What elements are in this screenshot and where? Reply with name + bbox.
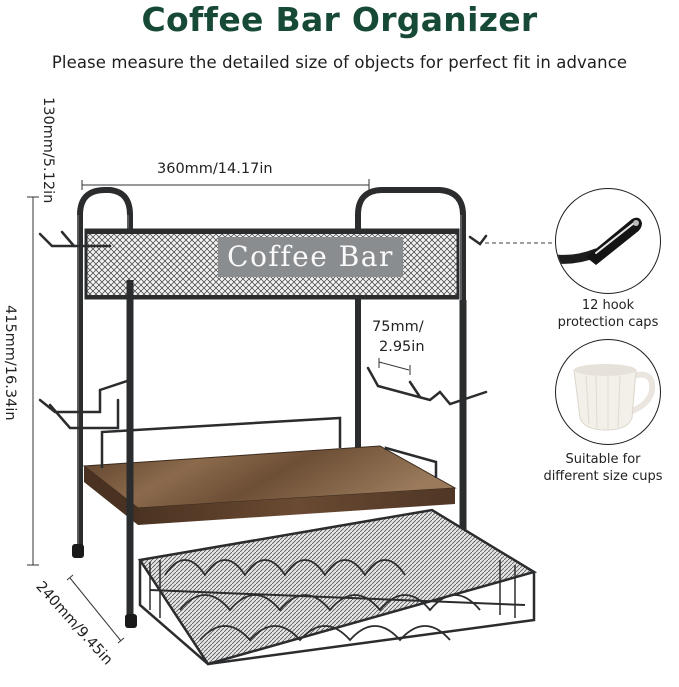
cup-caption-line1: Suitable for bbox=[565, 452, 641, 467]
hook-cap-caption: 12 hook protection caps bbox=[545, 297, 671, 331]
cup-feature-circle bbox=[555, 339, 661, 445]
page-subtitle: Please measure the detailed size of obje… bbox=[51, 53, 628, 72]
hook-cap-icon bbox=[556, 217, 642, 265]
top-height-dimension-label: 130mm/5.12in bbox=[40, 97, 56, 204]
hook-spacing-label-line2: 2.95in bbox=[379, 339, 425, 355]
total-height-dimension-label: 415mm/16.34in bbox=[2, 305, 18, 421]
hook-cap-feature-circle bbox=[555, 188, 661, 294]
width-dimension-label: 360mm/14.17in bbox=[157, 161, 273, 177]
hook-cap-caption-line1: 12 hook bbox=[581, 298, 635, 313]
hook-spacing-label-line1: 75mm/ bbox=[372, 319, 424, 335]
coffee-bar-sign: Coffee Bar bbox=[218, 237, 403, 277]
hook-cap-caption-line2: protection caps bbox=[557, 315, 659, 330]
dimension-lines bbox=[27, 179, 411, 644]
cup-icon bbox=[573, 364, 656, 431]
page-title: Coffee Bar Organizer bbox=[141, 0, 538, 39]
cup-caption: Suitable for different size cups bbox=[528, 451, 678, 485]
cup-caption-line2: different size cups bbox=[543, 469, 663, 484]
